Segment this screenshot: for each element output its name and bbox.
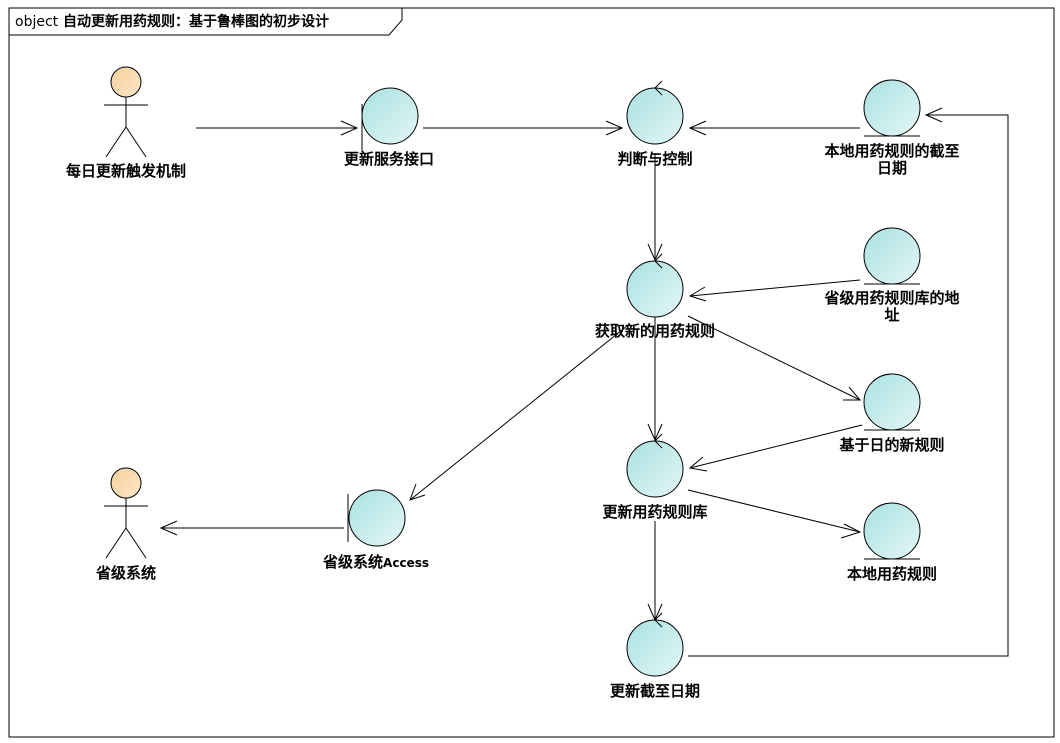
label-provincial-access: 省级系统Access: [323, 554, 429, 572]
entity-local-deadline: [863, 79, 921, 137]
label-update-deadline: 更新截至日期: [609, 682, 701, 700]
label-provincial-system: 省级系统: [95, 564, 157, 582]
frame-keyword: object: [15, 14, 59, 30]
label-provincial-access-suffix: Access: [383, 556, 429, 570]
arrowhead: [688, 286, 707, 302]
control-update-rule-db: [626, 433, 684, 498]
arrowhead: [843, 386, 862, 401]
edge-fetch-to-access: [409, 325, 628, 501]
arrowhead: [688, 120, 707, 136]
label-local-rules: 本地用药规则: [846, 565, 938, 583]
label-update-service: 更新服务接口: [343, 150, 435, 168]
arrowhead: [688, 456, 708, 472]
arrowhead: [605, 120, 624, 136]
actor-daily-trigger: [104, 66, 148, 158]
actor-provincial-system: [104, 467, 148, 559]
label-judge-control: 判断与控制: [617, 150, 693, 168]
label-update-rule-db: 更新用药规则库: [602, 503, 708, 521]
frame-title-text: 自动更新用药规则：基于鲁棒图的初步设计: [63, 14, 330, 30]
entity-date-rules: [863, 373, 921, 431]
arrowhead: [340, 120, 359, 136]
arrowhead: [924, 107, 943, 123]
boundary-provincial-access: [347, 489, 406, 547]
control-fetch-rules: [626, 253, 684, 318]
entity-local-rules: [863, 502, 921, 560]
edge-deadline-to-localdeadline: [688, 114, 1009, 657]
boundary-update-service: [361, 87, 419, 152]
label-daily-trigger: 每日更新触发机制: [65, 162, 187, 180]
frame-title: object 自动更新用药规则：基于鲁棒图的初步设计: [15, 11, 329, 31]
control-judge: [626, 80, 684, 145]
entity-provincial-address: [863, 227, 921, 285]
edge-address-to-fetch: [689, 279, 861, 297]
arrowhead: [840, 523, 862, 539]
edge-fetch-to-daterules: [687, 315, 861, 401]
label-local-deadline: 本地用药规则的截至日期: [824, 142, 960, 177]
frame-title-tab: [8, 7, 403, 36]
control-update-deadline: [626, 612, 684, 677]
arrowhead: [159, 520, 178, 536]
arrowhead: [409, 483, 426, 501]
label-date-rules: 基于日的新规则: [839, 436, 945, 454]
edge-updatedb-to-localrules: [687, 489, 861, 533]
label-provincial-access-main: 省级系统: [323, 553, 384, 571]
arrowhead: [647, 423, 663, 442]
label-fetch-rules: 获取新的用药规则: [594, 322, 716, 340]
label-provincial-address: 省级用药规则库的地址: [824, 289, 960, 324]
edge-daterules-to-updatedb: [689, 424, 863, 469]
arrowhead: [647, 243, 663, 262]
